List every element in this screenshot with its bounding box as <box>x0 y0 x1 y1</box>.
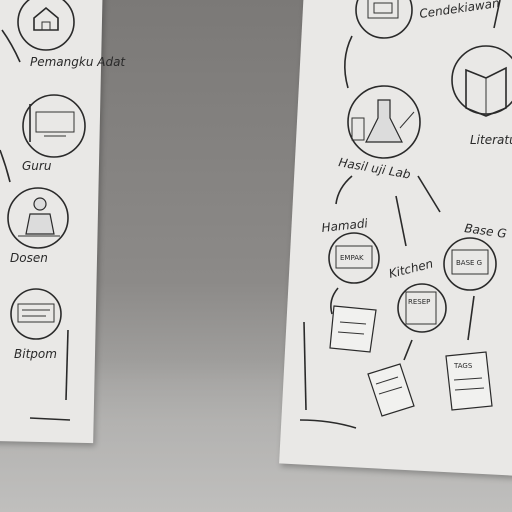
arrow-hamadi-down <box>330 287 339 315</box>
kitchen-badge-text: RESEP <box>408 298 430 306</box>
tags-text: TAGS <box>453 362 473 370</box>
right-label-lab: Hasil uji Lab <box>337 155 412 182</box>
right-edge-line <box>303 321 307 411</box>
lecturer-icon <box>7 187 69 249</box>
note-card-left <box>329 305 377 353</box>
right-label-hamadi: Hamadi <box>321 216 369 235</box>
note-icon: TAGS <box>445 351 493 411</box>
left-label-guru: Guru <box>22 159 52 173</box>
arrow-baseg-down <box>467 295 475 341</box>
right-label-top: Cendekiawan <box>418 0 500 21</box>
left-label-bitpom: Bitpom <box>14 347 57 361</box>
left-label-dosen: Dosen <box>10 251 48 265</box>
arrow-left-2 <box>0 149 11 183</box>
left-poster-sketches: Pemangku Adat Guru Dosen Bitpom <box>0 0 126 421</box>
baseg-badge-text: BASE G <box>456 259 482 267</box>
arrow-to-kitchen <box>395 195 407 247</box>
document-icon <box>10 288 62 340</box>
right-label-literatur: Literatur <box>470 133 512 147</box>
right-label-baseg: Base G <box>464 221 508 241</box>
arrow-to-hamadi <box>335 175 353 205</box>
recipe-card-icon: RESEP <box>397 283 447 333</box>
left-bottom-line <box>29 417 71 421</box>
book-icon <box>451 45 512 117</box>
lab-flask-icon <box>347 85 421 159</box>
right-bottom-line <box>299 419 357 429</box>
arrow-left-1 <box>1 29 21 63</box>
note-card-bottom <box>367 363 415 417</box>
right-label-kitchen: Kitchen <box>387 256 434 280</box>
right-poster-sketches: Cendekiawan Literatur Hasil uji Lab Hama… <box>299 0 512 429</box>
arrow-to-baseg <box>417 175 441 213</box>
baseg-label-icon: BASE G <box>443 237 497 291</box>
framed-picture-icon <box>355 0 413 39</box>
left-label-pemangku: Pemangku Adat <box>30 55 126 69</box>
hamadi-badge-text: EMPAK <box>340 254 364 262</box>
product-label-icon: EMPAK <box>328 232 380 284</box>
arrow-kitchen-down <box>403 339 413 361</box>
classroom-icon <box>22 94 86 158</box>
arrow-top-right <box>493 0 501 29</box>
arrow-to-lab <box>344 35 353 89</box>
left-edge-line <box>65 329 69 401</box>
house-icon <box>17 0 75 51</box>
